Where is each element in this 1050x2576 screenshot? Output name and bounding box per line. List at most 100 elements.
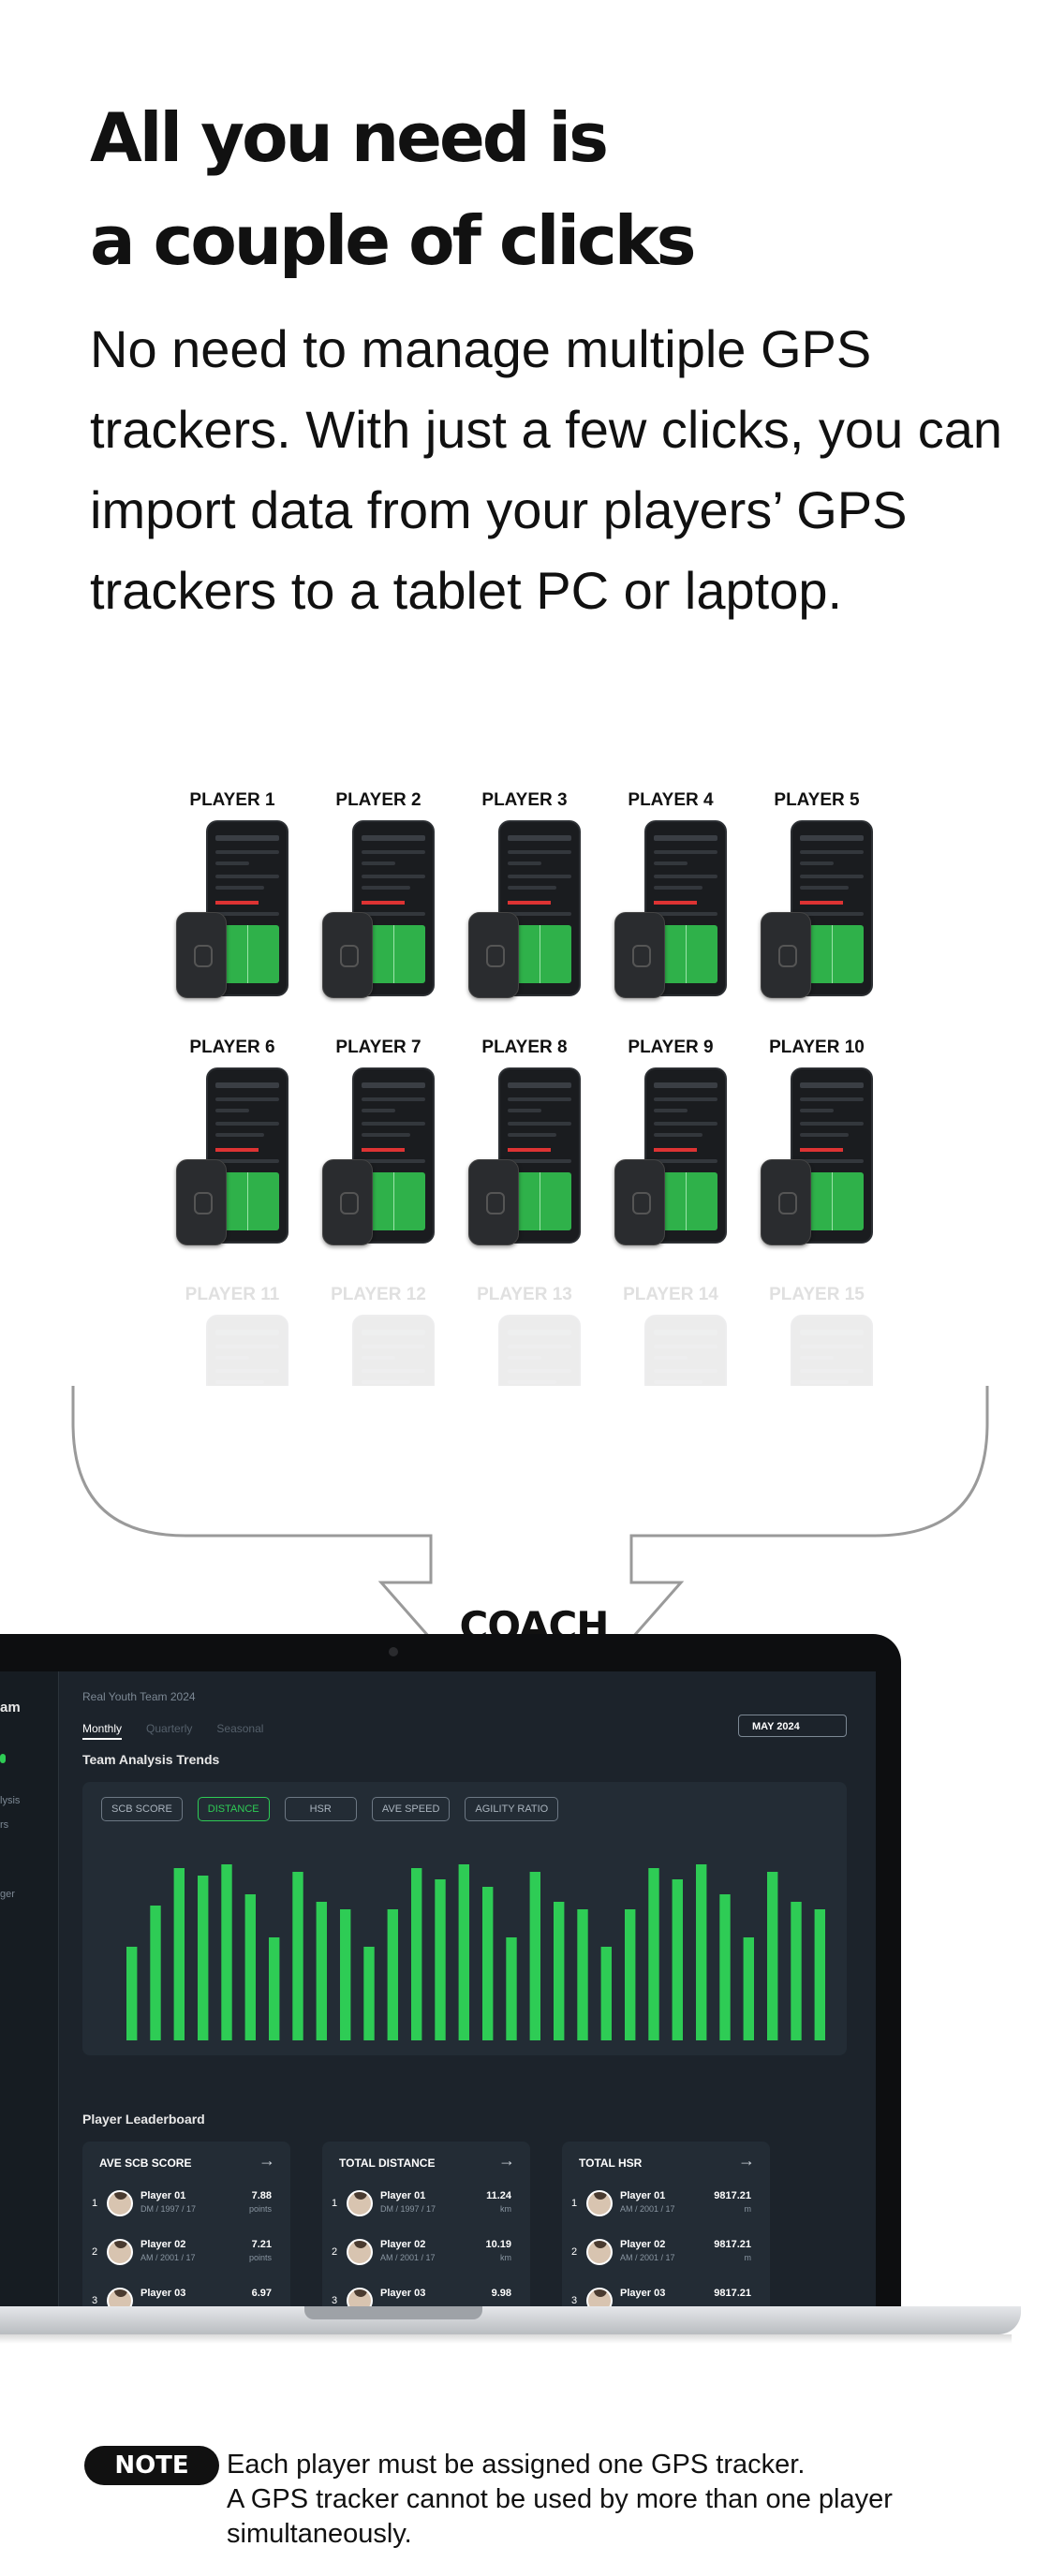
avatar	[586, 2288, 613, 2306]
laptop-base	[0, 2306, 1021, 2334]
gps-tracker-icon	[322, 912, 373, 998]
stat-unit: points	[248, 2253, 272, 2262]
player-label: PLAYER 3	[481, 790, 568, 810]
filter-distance[interactable]: DISTANCE	[197, 1797, 270, 1821]
player-card: PLAYER 4	[598, 788, 744, 998]
player-name: Player 03	[140, 2288, 186, 2299]
rank: 3	[92, 2295, 98, 2306]
player-label: PLAYER 8	[481, 1038, 568, 1057]
gps-tracker-icon	[761, 1159, 811, 1245]
headline-line-1: All you need is	[90, 98, 609, 177]
player-meta: AM / 2001 / 17	[380, 2253, 436, 2262]
rank: 1	[92, 2198, 98, 2209]
gps-tracker-icon	[176, 912, 227, 998]
phone-and-tracker-image	[614, 820, 727, 998]
phone-and-tracker-image	[761, 1067, 873, 1245]
laptop: am lysis rs ger Real Youth Team 2024 Mon…	[0, 1634, 1050, 2364]
filter-agility-ratio[interactable]: AGILITY RATIO	[465, 1797, 559, 1821]
player-meta: AM / 2001 / 17	[140, 2253, 196, 2262]
gps-tracker-icon	[176, 1159, 227, 1245]
tab-monthly[interactable]: Monthly	[82, 1722, 123, 1740]
sidebar-item-analysis[interactable]: lysis	[0, 1795, 21, 1806]
arrow-right-icon[interactable]: →	[498, 2151, 515, 2170]
leaderboard-row[interactable]: 3 Player 03 9.98	[332, 2286, 519, 2306]
player-card: PLAYER 2	[305, 788, 451, 998]
chart-bar	[814, 1909, 825, 2040]
chart-bar	[458, 1864, 469, 2040]
arrow-right-icon[interactable]: →	[259, 2151, 275, 2170]
filter-scb-score[interactable]: SCB SCORE	[101, 1797, 183, 1821]
note-line-2: A GPS tracker cannot be used by more tha…	[227, 2484, 893, 2514]
arrow-right-icon[interactable]: →	[738, 2151, 755, 2170]
player-label: PLAYER 6	[189, 1038, 275, 1057]
filter-hsr[interactable]: HSR	[284, 1797, 357, 1821]
player-label: PLAYER 11	[185, 1285, 280, 1304]
chart-bar	[244, 1894, 256, 2040]
stat-unit: points	[248, 2204, 272, 2214]
stat-unit: m	[744, 2253, 752, 2262]
player-label: PLAYER 7	[335, 1038, 421, 1057]
rank: 2	[92, 2246, 98, 2258]
stat-value: 7.21	[251, 2239, 272, 2250]
player-meta: DM / 1997 / 17	[140, 2204, 197, 2214]
chart-bar	[269, 1937, 280, 2040]
dashboard-screen: am lysis rs ger Real Youth Team 2024 Mon…	[0, 1671, 876, 2306]
player-label: PLAYER 12	[331, 1285, 426, 1304]
phone-and-tracker-image	[468, 820, 581, 998]
chart-bar	[577, 1909, 588, 2040]
chart-bar	[316, 1902, 327, 2040]
avatar	[586, 2190, 613, 2216]
chart-bar	[150, 1906, 161, 2040]
leaderboard-card-title: AVE SCB SCORE	[99, 2156, 192, 2170]
team-name: Real Youth Team 2024	[82, 1690, 196, 1703]
rank: 3	[332, 2295, 338, 2306]
chart-bar	[625, 1909, 636, 2040]
month-selector[interactable]: MAY 2024	[738, 1715, 847, 1737]
chart-bar	[126, 1947, 138, 2040]
chart-bar	[411, 1868, 422, 2040]
tab-quarterly[interactable]: Quarterly	[146, 1722, 193, 1735]
leaderboard-row[interactable]: 2 Player 02 AM / 2001 / 17 7.21 points	[92, 2237, 279, 2274]
stat-value: 6.97	[251, 2288, 272, 2299]
chart-bar	[791, 1902, 802, 2040]
avatar	[347, 2239, 373, 2265]
rank: 1	[332, 2198, 338, 2209]
stat-value: 9817.21	[714, 2239, 751, 2250]
player-card: PLAYER 7	[305, 1036, 451, 1245]
stat-value: 9817.21	[714, 2190, 751, 2201]
trend-bar-chart	[126, 1864, 825, 2040]
headline: All you need is a couple of clicks	[90, 86, 989, 292]
player-label: PLAYER 1	[189, 790, 275, 810]
player-label: PLAYER 2	[335, 790, 421, 810]
filter-ave-speed[interactable]: AVE SPEED	[371, 1797, 451, 1821]
player-card: PLAYER 10	[744, 1036, 890, 1245]
player-name: Player 02	[140, 2239, 186, 2250]
sidebar-item-manager[interactable]: ger	[0, 1889, 15, 1900]
leaderboard-title: Player Leaderboard	[82, 2112, 205, 2127]
stat-unit: m	[744, 2204, 752, 2214]
player-card: PLAYER 3	[451, 788, 598, 998]
chart-bar	[719, 1894, 731, 2040]
stat-value: 7.88	[251, 2190, 272, 2201]
note-text: Each player must be assigned one GPS tra…	[227, 2448, 1013, 2552]
player-name: Player 02	[380, 2239, 426, 2250]
player-name: Player 03	[380, 2288, 426, 2299]
sidebar-item-players[interactable]: rs	[0, 1819, 9, 1831]
leaderboard-row[interactable]: 3 Player 03 6.97	[92, 2286, 279, 2306]
stat-value: 10.19	[485, 2239, 511, 2250]
player-label: PLAYER 13	[477, 1285, 572, 1304]
gps-tracker-icon	[322, 1159, 373, 1245]
tab-seasonal[interactable]: Seasonal	[216, 1722, 264, 1735]
stat-unit: km	[500, 2253, 511, 2262]
stat-value: 9.98	[491, 2288, 511, 2299]
headline-line-2: a couple of clicks	[90, 201, 696, 280]
